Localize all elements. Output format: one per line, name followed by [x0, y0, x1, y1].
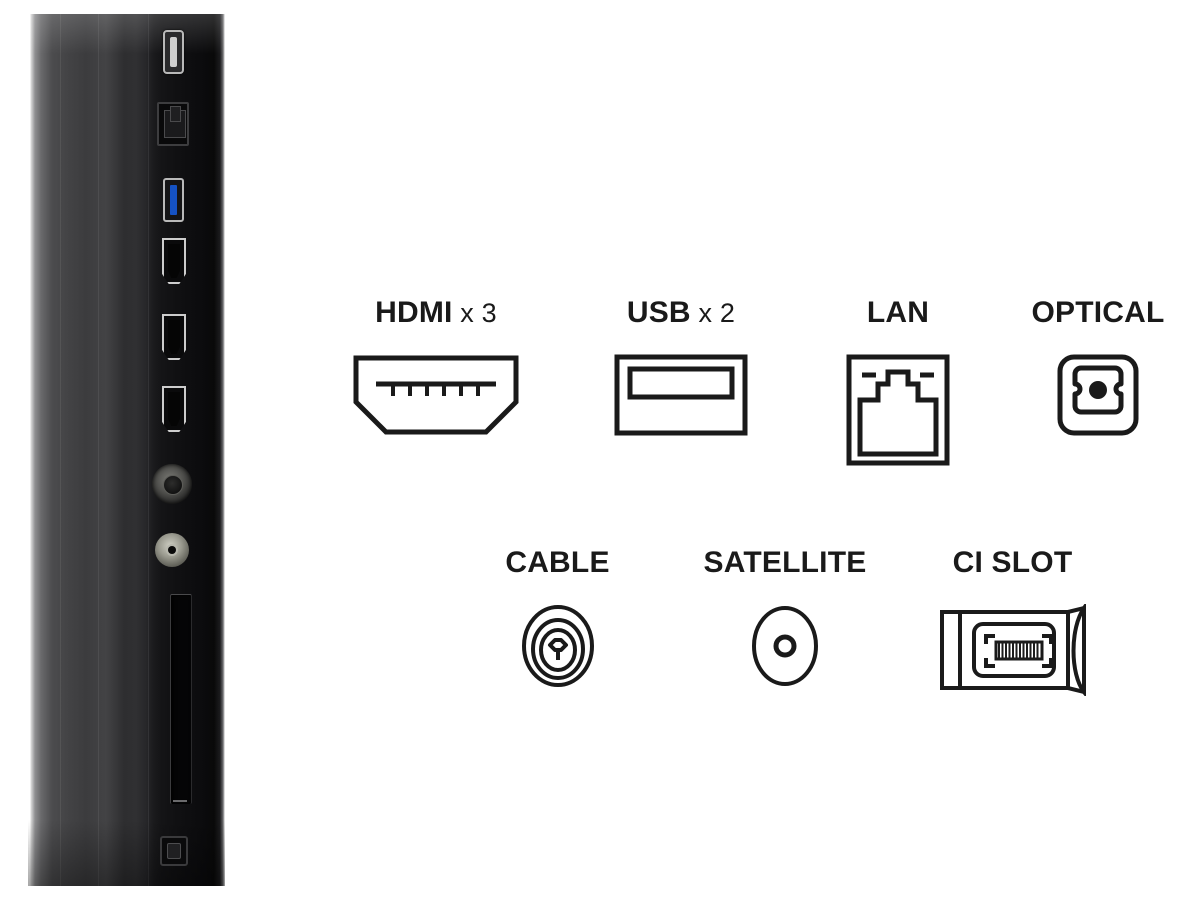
- usb-icon: [614, 354, 748, 436]
- usb-port-top: [163, 30, 184, 74]
- panel-seam: [60, 14, 61, 886]
- legend-label-cislot: CI SLOT: [953, 548, 1073, 578]
- cable-coax-port: [152, 464, 192, 504]
- port-legend: HDMI x 3 USB x 2 LAN: [250, 0, 1200, 900]
- tv-side-panel-photo: [0, 0, 250, 900]
- legend-label-optical: OPTICAL: [1031, 298, 1164, 328]
- legend-row-bottom: CABLE SATELLITE CI SLOT: [445, 548, 1125, 696]
- legend-row-top: HDMI x 3 USB x 2 LAN: [310, 298, 1200, 466]
- hdmi-port-2: [162, 314, 186, 360]
- legend-label-lan-text: LAN: [866, 296, 930, 329]
- legend-label-hdmi-text: HDMI: [375, 296, 453, 329]
- legend-item-lan: LAN: [800, 298, 996, 466]
- lan-port: [157, 102, 189, 146]
- hdmi-port-3: [162, 386, 186, 432]
- legend-label-cable: CABLE: [505, 548, 609, 578]
- legend-item-hdmi: HDMI x 3: [310, 298, 562, 466]
- optical-port: [160, 836, 188, 866]
- legend-label-usb-text: USB: [626, 296, 691, 329]
- legend-label-cable-text: CABLE: [505, 546, 610, 579]
- panel-seam: [98, 14, 99, 886]
- legend-item-satellite: SATELLITE: [670, 548, 900, 696]
- legend-label-cislot-text: CI SLOT: [952, 546, 1073, 579]
- usb-port-blue: [163, 178, 184, 222]
- panel-seam: [148, 14, 149, 886]
- legend-label-hdmi-multiplier: x 3: [452, 298, 497, 328]
- legend-label-hdmi: HDMI x 3: [375, 298, 497, 328]
- legend-label-usb: USB x 2: [627, 298, 735, 328]
- hdmi-icon: [353, 355, 519, 435]
- legend-label-satellite-text: SATELLITE: [703, 546, 867, 579]
- panel-body: [28, 14, 225, 886]
- satellite-f-port: [155, 533, 189, 567]
- legend-label-satellite: SATELLITE: [704, 548, 867, 578]
- ci-card-icon: [939, 604, 1086, 696]
- legend-label-optical-text: OPTICAL: [1031, 296, 1165, 329]
- f-connector-icon: [752, 606, 818, 686]
- coax-icon: [521, 605, 594, 687]
- ci-slot-port: [170, 594, 192, 804]
- legend-item-cislot: CI SLOT: [900, 548, 1125, 696]
- legend-item-usb: USB x 2: [562, 298, 800, 466]
- legend-label-usb-multiplier: x 2: [690, 298, 736, 328]
- legend-item-cable: CABLE: [445, 548, 670, 696]
- hdmi-port-1: [162, 238, 186, 284]
- legend-item-optical: OPTICAL: [996, 298, 1200, 466]
- optical-icon: [1057, 354, 1139, 436]
- lan-icon: [846, 354, 950, 466]
- legend-label-lan: LAN: [867, 298, 929, 328]
